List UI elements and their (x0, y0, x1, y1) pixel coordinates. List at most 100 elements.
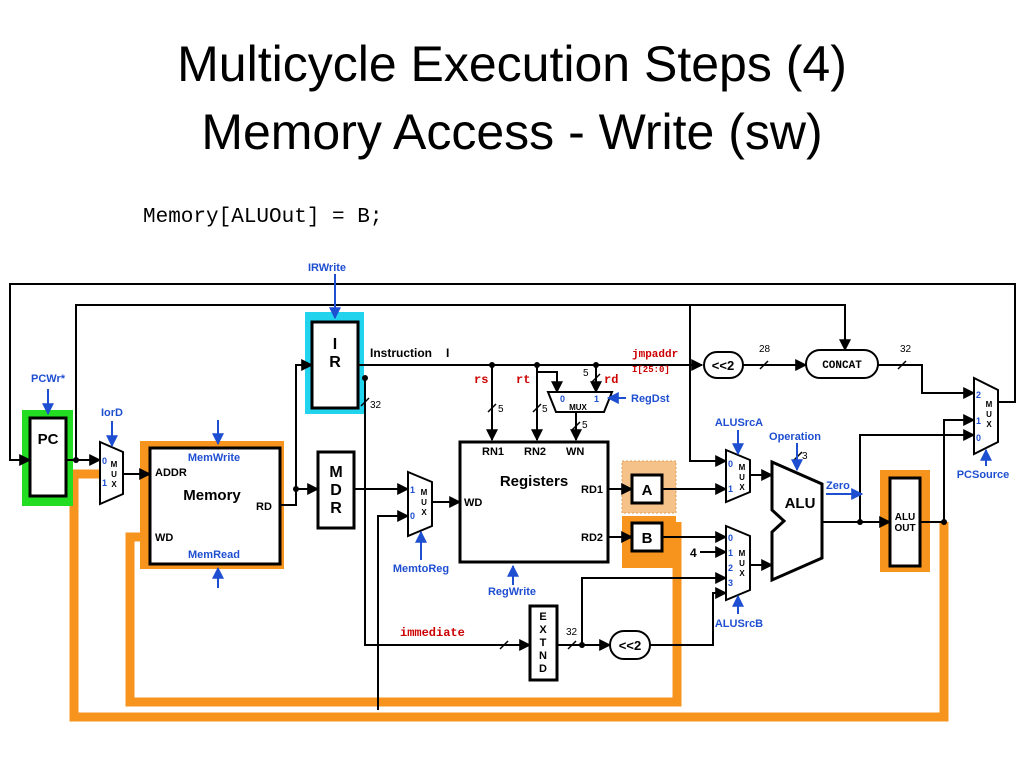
svg-text:U: U (421, 498, 427, 507)
svg-text:ALU: ALU (895, 512, 916, 523)
irwrite-label: IRWrite (308, 262, 346, 274)
width-28: 28 (759, 344, 771, 355)
svg-text:D: D (330, 482, 342, 499)
svg-text:RD2: RD2 (581, 532, 603, 544)
width-3-operation: 3 (802, 451, 808, 462)
svg-text:RD: RD (256, 501, 272, 513)
svg-text:E: E (539, 611, 546, 623)
svg-text:ADDR: ADDR (155, 467, 187, 479)
iord-mux: 0 1 M U X (99, 440, 124, 506)
pc-register: PC (28, 416, 68, 498)
svg-text:WD: WD (155, 532, 173, 544)
alusrcb-label: ALUSrcB (715, 618, 763, 630)
pcwr-label: PCWr* (31, 373, 66, 385)
svg-text:T: T (540, 637, 547, 649)
width-32-ir: 32 (370, 400, 382, 411)
control-signal-arrows (42, 274, 992, 614)
alusrca-label: ALUSrcA (715, 417, 763, 429)
svg-text:U: U (986, 410, 992, 419)
width-5-wn: 5 (582, 420, 588, 431)
svg-text:X: X (739, 483, 745, 492)
svg-text:M: M (739, 463, 746, 472)
svg-text:CONCAT: CONCAT (822, 360, 862, 372)
svg-text:U: U (739, 473, 745, 482)
alusrcb-mux: 0 1 2 3 M U X (725, 524, 751, 602)
width-32-extnd: 32 (566, 627, 578, 638)
svg-text:N: N (539, 650, 547, 662)
pcsource-label: PCSource (957, 469, 1010, 481)
rtl-statement: Memory[ALUOut] = B; (143, 206, 383, 229)
svg-text:A: A (642, 482, 653, 499)
instruction-register: I R (310, 320, 360, 410)
instruction-label: Instruction (370, 346, 432, 360)
svg-text:D: D (539, 663, 547, 675)
svg-text:M: M (986, 400, 993, 409)
svg-text:R: R (330, 500, 342, 517)
pc-label: PC (38, 431, 59, 448)
i25-label: I[25:0] (632, 365, 670, 375)
slide-title-line1: Multicycle Execution Steps (4) (177, 36, 847, 92)
svg-text:0: 0 (728, 533, 733, 543)
rd-field-label: rd (604, 373, 618, 387)
sign-extend-unit: E X T N D (528, 604, 559, 682)
svg-text:1: 1 (728, 484, 733, 494)
svg-text:RD1: RD1 (581, 484, 603, 496)
slide-title-line2: Memory Access - Write (sw) (201, 104, 823, 160)
svg-text:I: I (333, 336, 337, 353)
svg-text:0: 0 (102, 456, 107, 466)
alu-unit: ALU (770, 459, 824, 583)
iord-label: IorD (101, 407, 123, 419)
svg-text:WD: WD (464, 497, 482, 509)
aluout-register: ALU OUT (888, 476, 922, 568)
memtoreg-label: MemtoReg (393, 563, 449, 575)
constant-four: 4 (690, 546, 697, 560)
register-a: A (630, 473, 664, 505)
rs-label: rs (474, 373, 488, 387)
wire-junctions (73, 362, 947, 648)
shift-left-2-top: <<2 (703, 351, 744, 379)
width-32-concat: 32 (900, 344, 912, 355)
regdst-mux: 0 1 MUX (546, 391, 614, 413)
pcsource-mux: 2 1 0 M U X (973, 376, 999, 456)
svg-text:M: M (111, 460, 118, 469)
svg-text:0: 0 (560, 394, 565, 404)
svg-text:U: U (739, 559, 745, 568)
shift-left-2-bottom: <<2 (609, 630, 651, 660)
svg-text:2: 2 (728, 563, 733, 573)
svg-text:<<2: <<2 (619, 638, 641, 653)
memory-unit: ADDR Memory RD WD MemWrite MemRead (148, 446, 282, 566)
active-path-highlight (69, 469, 949, 722)
svg-text:RN1: RN1 (482, 446, 504, 458)
svg-text:M: M (421, 488, 428, 497)
width-5-rd: 5 (583, 368, 589, 379)
width-5-rt: 5 (542, 404, 548, 415)
memtoreg-mux: 1 0 M U X (407, 470, 433, 538)
immediate-label: immediate (400, 626, 465, 640)
svg-text:X: X (111, 480, 117, 489)
jmpaddr-label: jmpaddr (632, 349, 678, 361)
svg-text:2: 2 (976, 390, 981, 400)
svg-text:OUT: OUT (894, 523, 915, 534)
width-5-rs: 5 (498, 404, 504, 415)
mdr-register: M D R (316, 450, 356, 530)
svg-text:3: 3 (728, 578, 733, 588)
svg-text:ALU: ALU (785, 495, 816, 512)
zero-label: Zero (826, 480, 850, 492)
bus-width-marks (360, 360, 907, 650)
svg-text:1: 1 (594, 394, 599, 404)
rt-label: rt (516, 373, 530, 387)
svg-text:M: M (739, 549, 746, 558)
svg-text:B: B (642, 530, 653, 547)
instruction-i-label: I (446, 346, 449, 360)
svg-text:MUX: MUX (569, 403, 587, 412)
svg-text:MemWrite: MemWrite (188, 452, 240, 464)
svg-text:U: U (111, 470, 117, 479)
alusrca-mux: 0 1 M U X (725, 448, 751, 504)
svg-text:WN: WN (566, 446, 584, 458)
regwrite-label: RegWrite (488, 586, 536, 598)
svg-text:1: 1 (728, 548, 733, 558)
datapath-wires (9, 283, 1016, 710)
svg-text:<<2: <<2 (712, 358, 734, 373)
